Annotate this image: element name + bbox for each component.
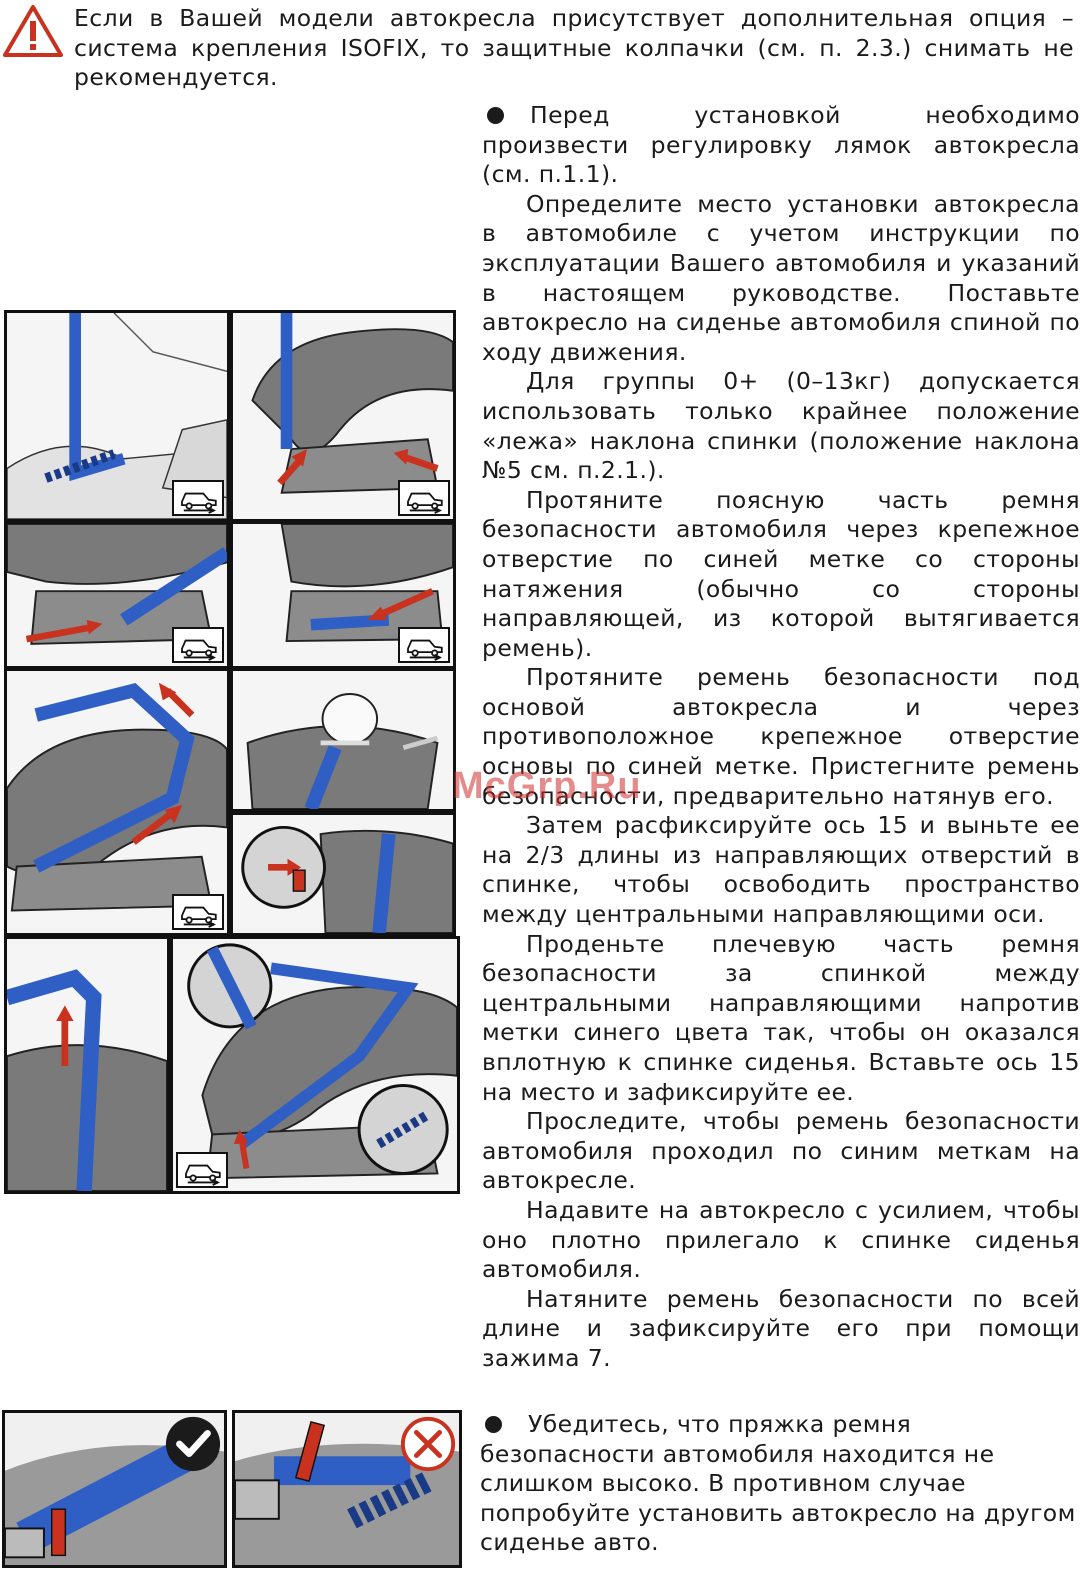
illustration-step-5 (4, 668, 230, 936)
installation-instructions: Перед установкой необходимо произвести р… (482, 101, 1080, 1374)
car-direction-icon (172, 627, 224, 663)
illustration-step-2 (230, 310, 456, 522)
bullet-icon (487, 107, 504, 124)
illustration-step-1 (4, 310, 230, 522)
car-direction-icon (172, 480, 224, 516)
instruction-paragraph: Натяните ремень безопасности по всей дли… (482, 1284, 1080, 1372)
instruction-paragraph: Надавите на автокресло с усилием, чтобы … (482, 1195, 1080, 1284)
cross-icon (400, 1416, 456, 1472)
warning-triangle-icon (3, 5, 63, 57)
illustration-step-7 (230, 812, 456, 936)
car-direction-icon (176, 1152, 228, 1188)
instruction-paragraph: Затем расфиксируйте ось 15 и выньте ее н… (482, 811, 1080, 929)
buckle-note: Убедитесь, что пряжка ремня безопасности… (480, 1410, 1076, 1557)
car-direction-icon (398, 480, 450, 516)
instruction-paragraph: Протяните ремень безопасности под осново… (482, 663, 1080, 810)
illustration-step-3 (4, 521, 230, 669)
checkmark-icon (165, 1416, 221, 1472)
car-direction-icon (398, 627, 450, 663)
illustration-step-8 (4, 936, 170, 1194)
instruction-paragraph: Определите место установки автокресла в … (482, 189, 1080, 366)
instruction-paragraph: Протяните поясную часть ремня безопаснос… (482, 485, 1080, 662)
buckle-correct-illustration (2, 1410, 227, 1568)
instruction-bullet-1: Перед установкой необходимо произвести р… (482, 101, 1080, 189)
illustration-step-9 (170, 936, 460, 1194)
instruction-paragraph: Проследите, чтобы ремень безопасности ав… (482, 1107, 1080, 1195)
illustration-step-4 (230, 521, 456, 669)
warning-text: Если в Вашей модели автокресла присутств… (74, 4, 1074, 91)
bullet-icon (485, 1416, 502, 1433)
illustration-step-6 (230, 668, 456, 812)
instruction-paragraph: Для группы 0+ (0–13кг) допускается испол… (482, 367, 1080, 485)
buckle-incorrect-illustration (232, 1410, 462, 1568)
instruction-paragraph: Проденьте плечевую часть ремня безопасно… (482, 929, 1080, 1106)
car-direction-icon (172, 894, 224, 930)
